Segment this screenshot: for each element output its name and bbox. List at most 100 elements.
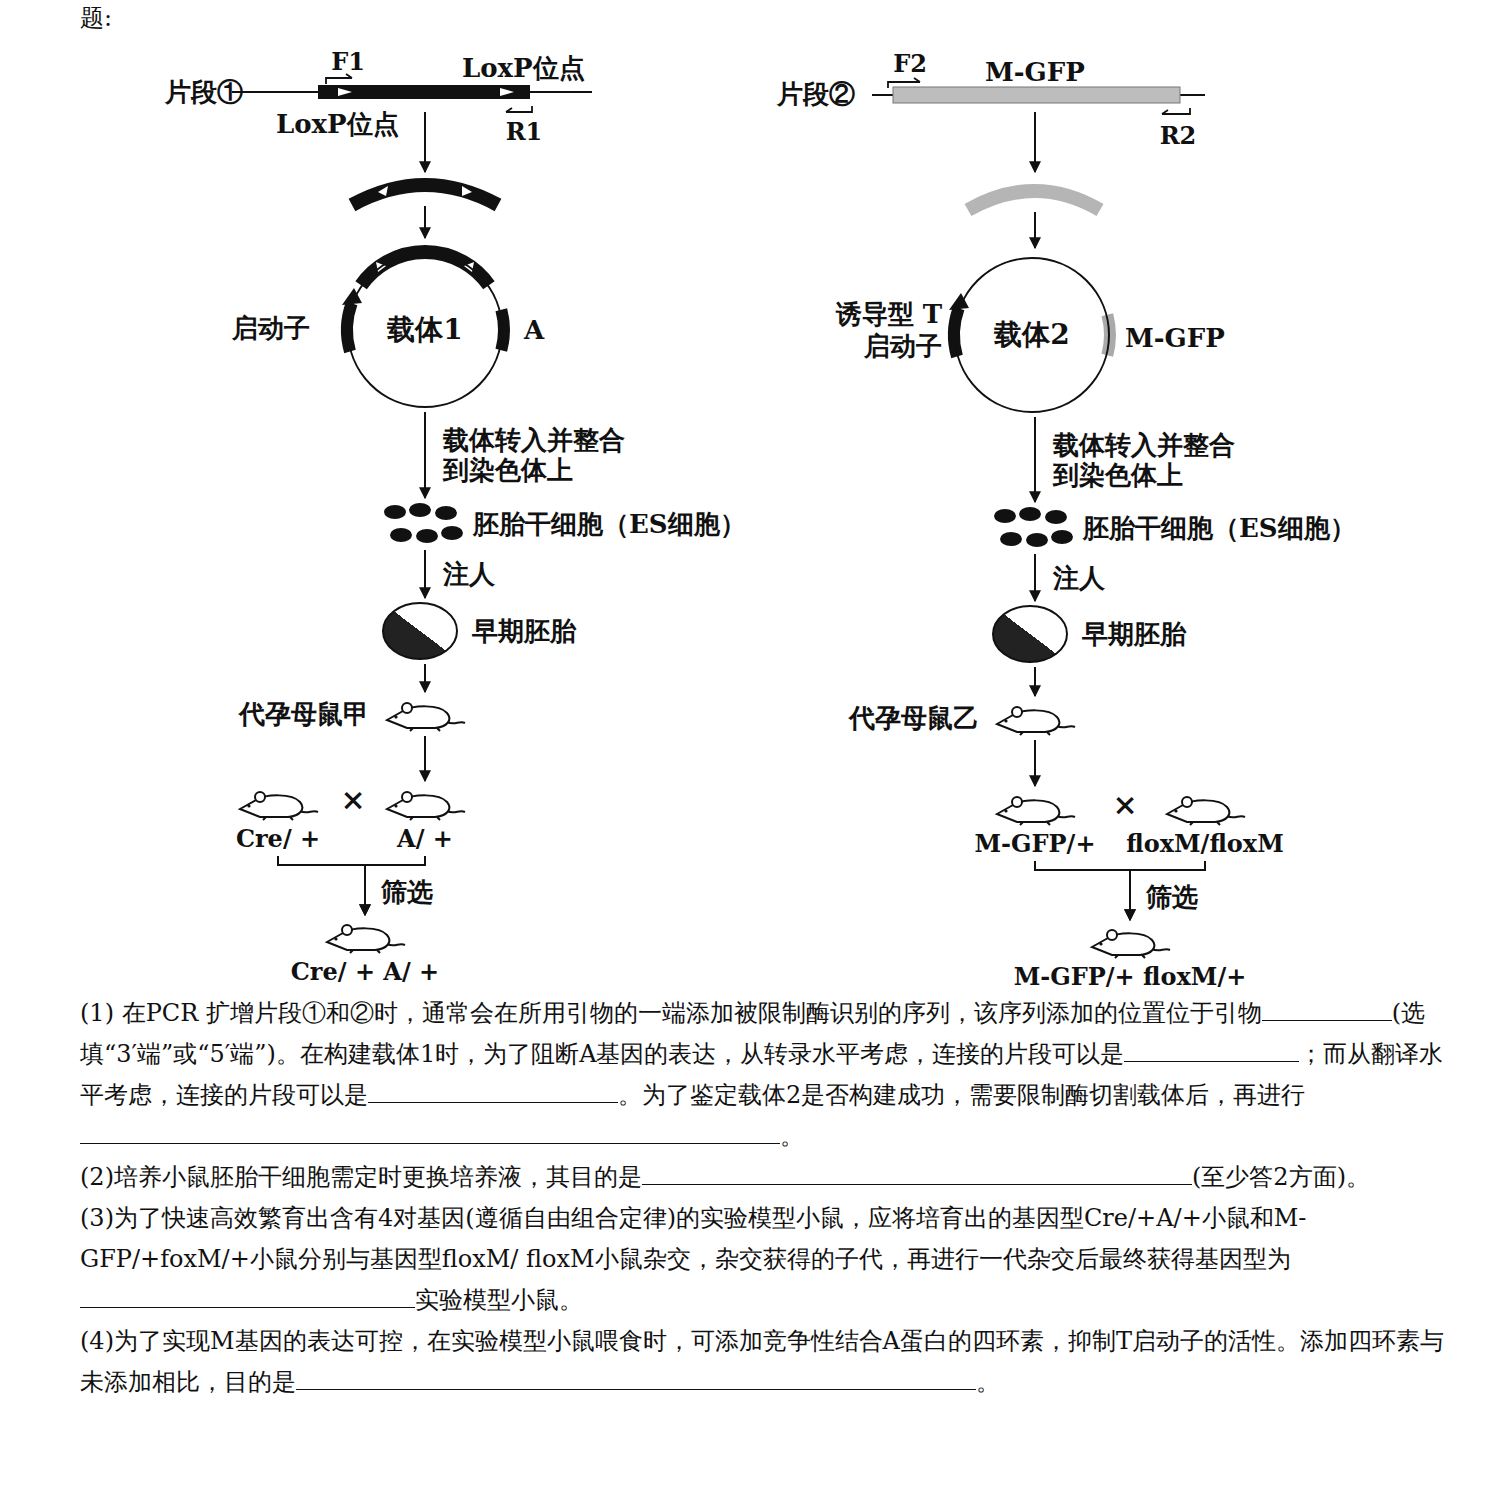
diagram-label: LoxP位点 xyxy=(462,53,585,83)
mouse: 代孕母鼠乙 xyxy=(993,700,1077,736)
question-paragraph: (4)为了实现M基因的表达可控，在实验模型小鼠喂食时，可添加竞争性结合A蛋白的四… xyxy=(80,1321,1455,1403)
flow-arrow xyxy=(424,664,426,692)
cell-dots xyxy=(993,506,1075,550)
mouse: floxM/floxM xyxy=(1121,790,1289,858)
answer-blank xyxy=(642,1160,1192,1185)
flow-arrow xyxy=(424,550,426,598)
diagram-label: F1 xyxy=(331,47,365,77)
answer-blank xyxy=(80,1283,415,1308)
fragment-2-cut xyxy=(968,191,1100,210)
mouse-icon xyxy=(323,918,407,954)
flow-arrow xyxy=(1034,212,1036,248)
answer-blank xyxy=(368,1078,618,1103)
node-label: M-GFP/+ floxM/+ xyxy=(1009,963,1252,991)
vector-circle: 载体2 xyxy=(954,257,1110,413)
mouse-icon xyxy=(383,696,467,732)
flow-arrow xyxy=(1035,861,1130,920)
node-label: 代孕母鼠甲 xyxy=(239,697,369,732)
flow-arrow xyxy=(424,112,426,172)
question-text: (4)为了实现M基因的表达可控，在实验模型小鼠喂食时，可添加竞争性结合A蛋白的四… xyxy=(80,1327,1444,1396)
flow-arrow xyxy=(1034,554,1036,601)
question-text: 。为了鉴定载体2是否构建成功，需要限制酶切割载体后，再进行 xyxy=(618,1081,1305,1109)
question-text: (1) 在PCR 扩增片段①和②时，通常会在所用引物的一端添加被限制酶识别的序列… xyxy=(80,993,1455,1403)
node-label: 载体2 xyxy=(994,316,1069,354)
mouse-icon xyxy=(1163,790,1247,826)
vector-1-parts xyxy=(342,252,504,351)
mouse-icon xyxy=(993,700,1077,736)
mouse: A/ + xyxy=(383,785,467,853)
diagram-label: 片段① xyxy=(165,77,243,107)
diagram-label: A xyxy=(524,315,544,345)
flow-arrow xyxy=(424,206,426,238)
answer-blank xyxy=(1124,1037,1299,1062)
edge-label: 筛选 xyxy=(1146,882,1198,912)
early-embryo: 早期胚胎 xyxy=(992,605,1068,663)
mouse-icon xyxy=(236,785,320,821)
diagram-label: LoxP位点 xyxy=(276,109,399,139)
answer-blank xyxy=(296,1365,976,1390)
node-label: floxM/floxM xyxy=(1121,830,1289,858)
edge-label: 载体转入并整合到染色体上 xyxy=(1053,430,1240,490)
flow-arrow xyxy=(278,856,365,915)
node-label: 早期胚胎 xyxy=(472,614,576,649)
question-text: 实验模型小鼠。 xyxy=(415,1286,583,1314)
mouse-icon xyxy=(383,785,467,821)
diagram-label: × xyxy=(1112,787,1137,823)
diagram-label: M-GFP xyxy=(1125,323,1225,353)
flow-arrow xyxy=(1034,667,1036,696)
edge-label: 注人 xyxy=(1053,563,1105,593)
diagram-label: M-GFP xyxy=(985,57,1085,87)
question-text: 。 xyxy=(780,1122,804,1150)
vector-circle: 载体1 xyxy=(347,252,503,408)
diagram-label: R2 xyxy=(1160,121,1197,151)
node-label: 胚胎干细胞（ES细胞） xyxy=(1083,511,1356,546)
question-paragraph: (2)培养小鼠胚胎干细胞需定时更换培养液，其目的是 (至少答2方面)。 xyxy=(80,1157,1455,1198)
question-text: (2)培养小鼠胚胎干细胞需定时更换培养液，其目的是 xyxy=(80,1163,642,1191)
diagram-label: 启动子 xyxy=(232,313,310,343)
es-cell-cluster: 胚胎干细胞（ES细胞） xyxy=(993,506,1075,550)
question-text: (3)为了快速高效繁育出含有4对基因(遵循自由组合定律)的实验模型小鼠，应将培育… xyxy=(80,1204,1306,1273)
fragment-1-cut xyxy=(352,185,498,205)
diagram-label: 题: xyxy=(80,3,112,33)
diagram-label: F2 xyxy=(893,49,927,79)
mouse: M-GFP/+ floxM/+ xyxy=(1009,923,1252,991)
node-label: Cre/ + xyxy=(231,825,326,853)
flow-arrow xyxy=(1130,861,1205,920)
embryo-outline xyxy=(992,605,1068,663)
diagram-label: R1 xyxy=(506,117,543,147)
answer-blank xyxy=(1262,996,1392,1021)
question-text: (1) 在PCR 扩增片段①和②时，通常会在所用引物的一端添加被限制酶识别的序列… xyxy=(80,999,1262,1027)
answer-blank xyxy=(80,1119,780,1144)
diagram-label: 片段② xyxy=(777,79,855,109)
question-text: 。 xyxy=(976,1368,1000,1396)
question-text: (至少答2方面)。 xyxy=(1192,1163,1370,1191)
flow-arrow xyxy=(424,736,426,781)
diagram-label: × xyxy=(340,782,365,818)
flow-arrow xyxy=(1034,740,1036,786)
mouse: Cre/ + xyxy=(231,785,326,853)
edge-label: 筛选 xyxy=(381,877,433,907)
edge-label: 注人 xyxy=(443,559,495,589)
diagram-label: 诱导型 T启动子 xyxy=(832,298,942,362)
node-label: M-GFP/+ xyxy=(970,830,1101,858)
node-label: A/ + xyxy=(383,825,467,853)
es-cell-cluster: 胚胎干细胞（ES细胞） xyxy=(383,502,465,546)
question-paragraph: (3)为了快速高效繁育出含有4对基因(遵循自由组合定律)的实验模型小鼠，应将培育… xyxy=(80,1198,1455,1321)
node-label: Cre/ + A/ + xyxy=(286,958,445,986)
node-label: 胚胎干细胞（ES细胞） xyxy=(473,507,746,542)
mouse: 代孕母鼠甲 xyxy=(383,696,467,732)
early-embryo: 早期胚胎 xyxy=(382,602,458,660)
embryo-outline xyxy=(382,602,458,660)
question-paragraph: (1) 在PCR 扩增片段①和②时，通常会在所用引物的一端添加被限制酶识别的序列… xyxy=(80,993,1455,1157)
flow-arrow xyxy=(424,412,426,498)
cell-dots xyxy=(383,502,465,546)
mouse: Cre/ + A/ + xyxy=(286,918,445,986)
mouse-icon xyxy=(993,790,1077,826)
mouse-icon xyxy=(1088,923,1172,959)
flow-arrow xyxy=(1034,112,1036,172)
vector-2-parts xyxy=(949,293,1110,357)
flow-arrow xyxy=(1034,417,1036,502)
node-label: 载体1 xyxy=(387,311,462,349)
mouse: M-GFP/+ xyxy=(970,790,1101,858)
